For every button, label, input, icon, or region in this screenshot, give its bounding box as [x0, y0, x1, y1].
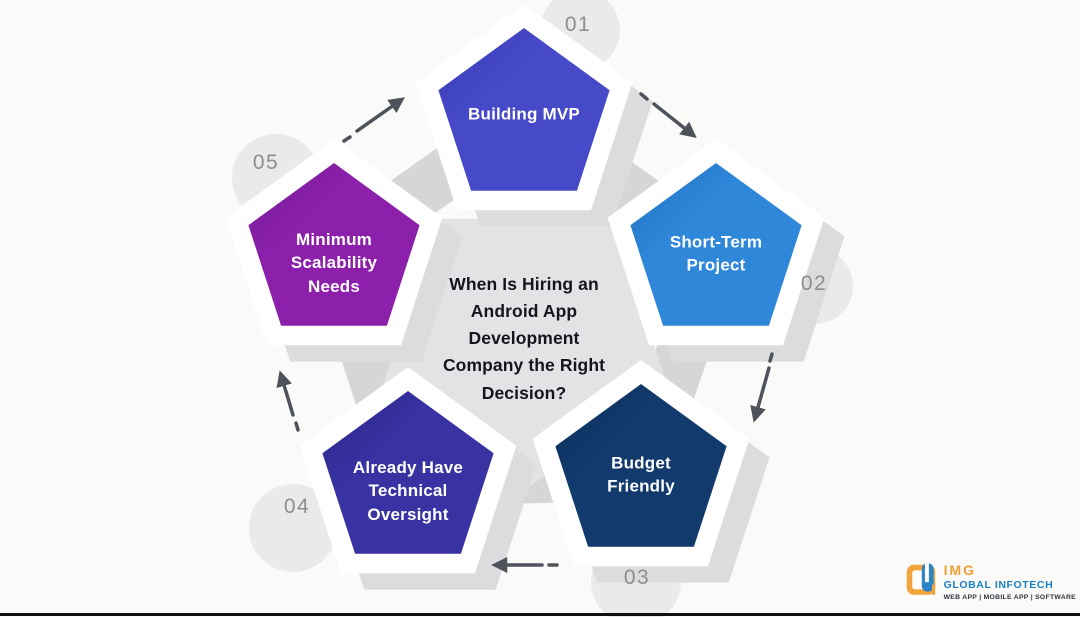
arrow-step2-to-step3	[750, 352, 774, 423]
step-pentagon-4	[299, 367, 537, 590]
arrow-step4-to-step5	[276, 370, 300, 432]
arrow-step5-to-step1	[342, 97, 405, 143]
step-number-04: 04	[283, 495, 311, 518]
pentagon-fill	[322, 391, 494, 554]
pentagon-fill	[555, 384, 727, 547]
background-shapes	[225, 0, 853, 617]
step-label-building-mvp: Building MVP	[468, 104, 580, 124]
logo-icon	[906, 563, 936, 595]
logo-tagline: WEB APP | MOBILE APP | SOFTWARE	[943, 594, 1076, 601]
pentagon-fill	[248, 163, 420, 326]
number-circle-4	[249, 484, 337, 572]
logo: IMG GLOBAL INFOTECH WEB APP | MOBILE APP…	[906, 561, 1076, 601]
logo-text: IMG GLOBAL INFOTECH WEB APP | MOBILE APP…	[944, 561, 1076, 601]
cycle-arrows	[276, 92, 774, 574]
pentagon-fill	[630, 163, 802, 326]
logo-name: IMG	[943, 562, 977, 578]
step-number-03: 03	[623, 566, 651, 589]
step-label-short-term-project: Short-Term Project	[669, 232, 763, 275]
step-number-01: 01	[564, 13, 592, 36]
step-pentagon-3	[532, 360, 770, 583]
step-pentagon-2	[607, 139, 845, 362]
step-label-budget-friendly: Budget Friendly	[607, 453, 675, 496]
logo-subtitle: GLOBAL INFOTECH	[943, 579, 1054, 591]
step-pentagon-1	[415, 4, 653, 227]
step-label-technical-oversight: Already Have Technical Oversight	[352, 457, 464, 524]
arrow-step1-to-step2	[639, 92, 697, 139]
step-pentagon-5	[225, 139, 463, 362]
step-number-05: 05	[252, 151, 280, 174]
center-title: When Is Hiring an Android App Developmen…	[442, 274, 606, 403]
step-label-minimum-scalability: Minimum Scalability Needs	[290, 229, 378, 296]
step-number-02: 02	[800, 272, 828, 295]
pentagon-fill	[438, 28, 610, 191]
bottom-border-line	[0, 613, 1080, 616]
